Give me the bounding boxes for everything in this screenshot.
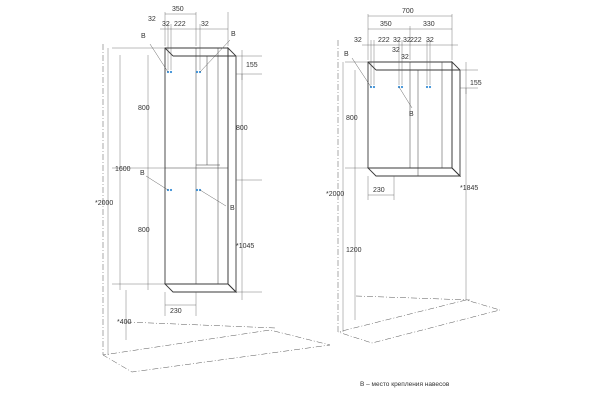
leader-line (351, 57, 372, 88)
dim-lower-height: 800 (138, 227, 150, 234)
left-cabinet-drawing: B B B B 350 32 222 32 32 800 800 1600 *2… (95, 6, 331, 373)
dim-full-height: *2000 (326, 191, 344, 198)
dim-inner: 222 (174, 21, 186, 28)
hole-marker (428, 85, 432, 89)
hole-marker (195, 70, 199, 74)
dim-width: 350 (172, 6, 184, 13)
dim-right-upper: 800 (236, 125, 248, 132)
mount-label-b: B (230, 205, 235, 212)
dim-full-height: *2000 (95, 200, 113, 207)
hole-marker (400, 85, 404, 89)
dim-gap: 32 (426, 37, 434, 44)
dim-inner: 222 (378, 37, 390, 44)
left-cabinet-bottom (163, 283, 238, 293)
dim-floor-height: 1200 (346, 247, 362, 254)
mount-label-b: B (140, 170, 145, 177)
mount-label-b: B (344, 51, 349, 58)
leader-line (398, 86, 413, 109)
dim-top-offset: 155 (470, 80, 482, 87)
mount-label-b: B (231, 31, 236, 38)
dim-depth: 230 (373, 187, 385, 194)
dim-upper-height: 800 (138, 105, 150, 112)
dim-gap: 32 (401, 54, 409, 61)
legend-note: B – место крепления навесов (360, 381, 450, 388)
hole-marker (195, 188, 199, 192)
dim-gap-mid: 32 (162, 21, 170, 28)
dim-half-left: 350 (380, 21, 392, 28)
leader-line (199, 39, 231, 73)
left-wall-baseline (125, 321, 277, 329)
right-floor-outline (337, 40, 501, 344)
dim-gap: 32 (403, 37, 411, 44)
right-wall-baseline (355, 295, 471, 301)
dim-floor-offset: *400 (117, 319, 132, 326)
hole-marker (425, 85, 429, 89)
dim-gap: 32 (354, 37, 362, 44)
right-cabinet-bottom (366, 167, 462, 177)
left-cabinet-top-edge (164, 47, 174, 57)
dim-cabinet-height: 1600 (115, 166, 131, 173)
hole-marker (169, 188, 173, 192)
dim-gap: 32 (393, 37, 401, 44)
leader-line (199, 189, 227, 207)
dim-to-floor: *1045 (236, 243, 254, 250)
dim-depth: 230 (170, 308, 182, 315)
mount-label-b: B (409, 111, 414, 118)
leader-line (149, 43, 169, 73)
right-cabinet-drawing: B B 700 350 330 32 222 32 32 222 32 32 3… (326, 8, 501, 344)
dim-width: 700 (402, 8, 414, 15)
dim-half-right: 330 (423, 21, 435, 28)
hole-marker (372, 85, 376, 89)
dim-gap-right: 32 (201, 21, 209, 28)
dim-to-floor: *1845 (460, 185, 478, 192)
right-cabinet-side (451, 60, 461, 178)
dim-inner: 222 (410, 37, 422, 44)
left-cabinet-front (164, 47, 229, 285)
dim-gap: 32 (392, 47, 400, 54)
left-cabinet-side (227, 46, 237, 294)
dim-top-offset: 155 (246, 62, 258, 69)
hole-marker (169, 70, 173, 74)
left-floor-outline (102, 44, 331, 373)
leader-line (145, 175, 169, 191)
dim-gap-left: 32 (148, 16, 156, 23)
mount-label-b: B (141, 33, 146, 40)
right-cabinet-top-edge (367, 61, 377, 71)
dim-cabinet-height: 800 (346, 115, 358, 122)
